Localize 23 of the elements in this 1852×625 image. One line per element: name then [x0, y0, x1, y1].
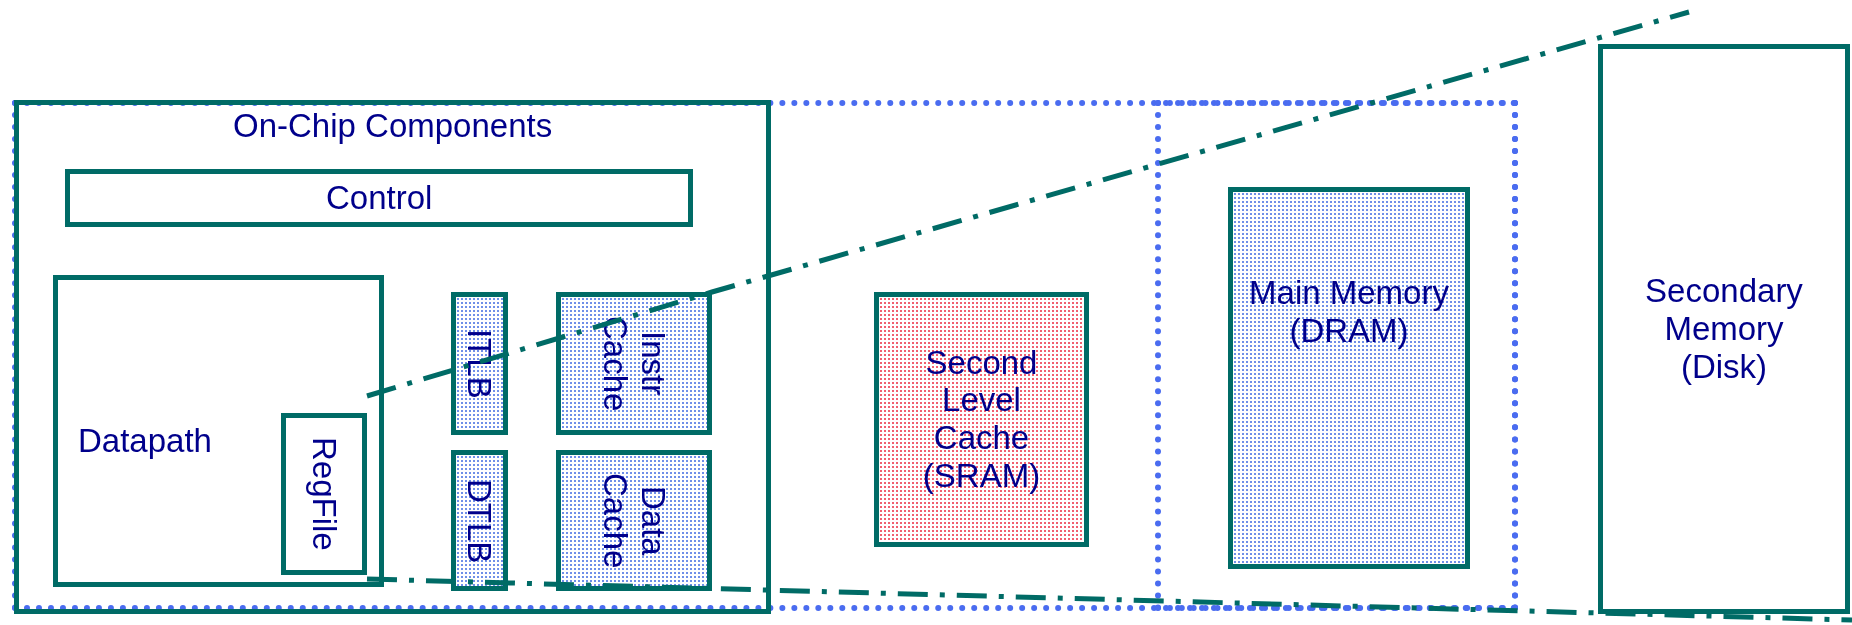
component-box: [53, 275, 384, 587]
component-box: [556, 450, 712, 591]
component-box: [14, 100, 771, 614]
box-label: Data Cache: [596, 471, 672, 571]
component-box: [451, 292, 508, 435]
dotted-outline-box: [1155, 100, 1518, 611]
component-box: [451, 450, 508, 591]
box-label: Second Level Cache (SRAM): [921, 343, 1042, 496]
component-box: [1598, 44, 1850, 614]
box-label: RegFile: [305, 437, 343, 551]
component-box: [874, 292, 1089, 547]
box-label: Secondary Memory (Disk): [1644, 272, 1804, 386]
box-label: DTLB: [460, 478, 499, 563]
component-box: [556, 292, 712, 435]
box-label: Main Memory (DRAM): [1249, 273, 1449, 350]
component-box: [1228, 187, 1470, 569]
box-label: On-Chip Components: [233, 107, 553, 145]
dotted-outline-box: [12, 100, 1518, 611]
box-label: ITLB: [460, 328, 499, 399]
component-box: [65, 169, 693, 227]
component-box: [281, 413, 367, 575]
box-label: Datapath: [78, 422, 212, 460]
box-label: Control: [326, 179, 433, 217]
